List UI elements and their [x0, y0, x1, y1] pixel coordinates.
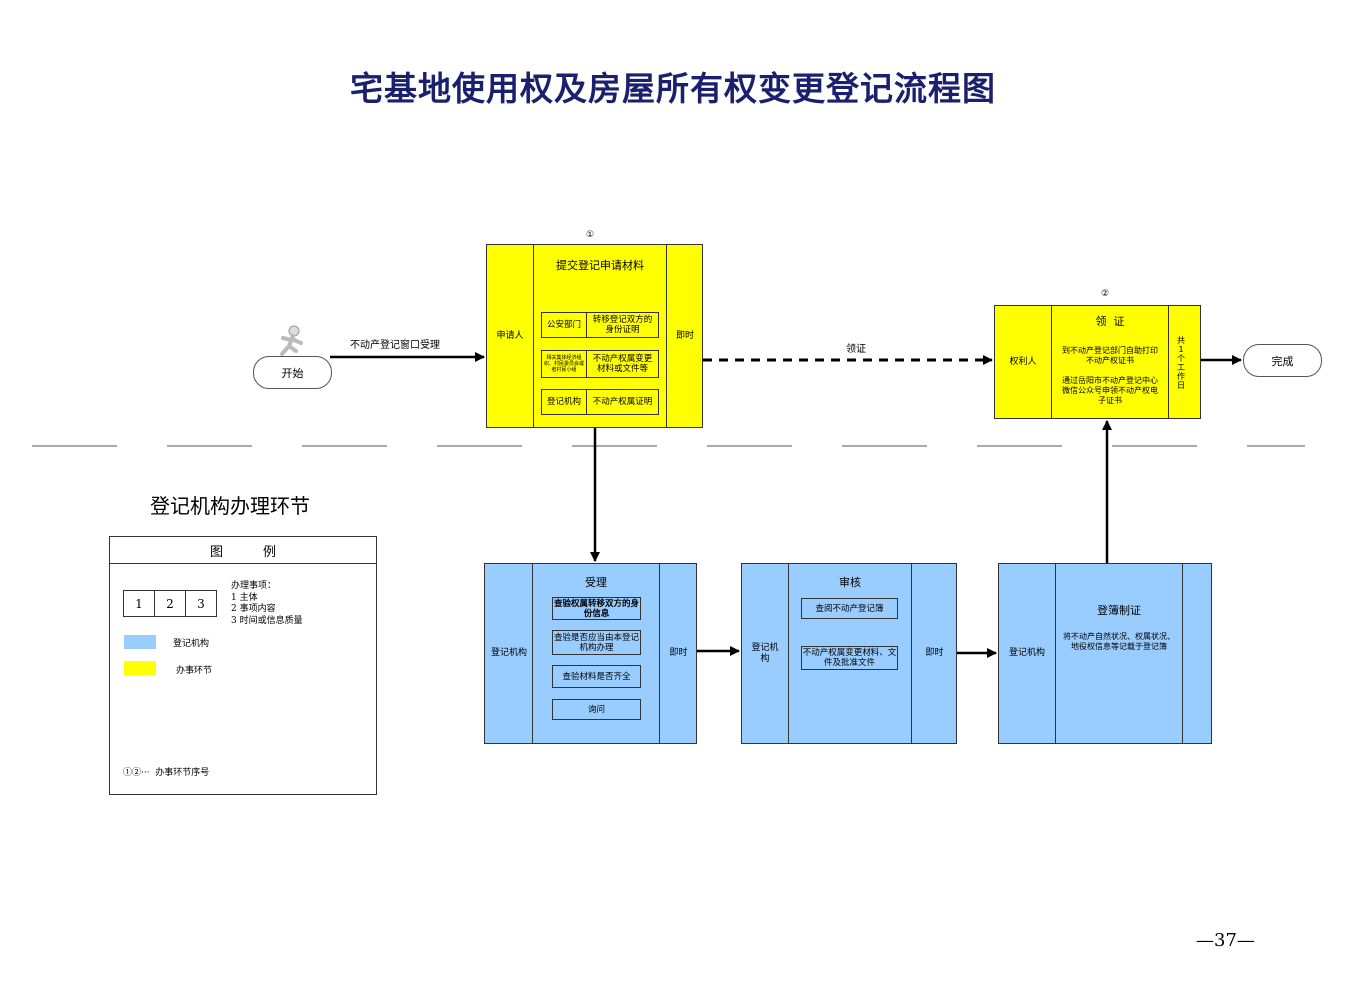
register-box: 登记机构 登簿制证 将不动产自然状况、权属状况、地役权信息等记载于登记簿	[998, 563, 1212, 744]
register-title: 登簿制证	[1097, 604, 1141, 617]
start-label: 开始	[281, 366, 304, 380]
end-node: 完成	[1243, 344, 1322, 377]
row-content: 转移登记双方的身份证明	[592, 315, 653, 335]
legend-blue-swatch	[124, 635, 156, 649]
legend-notes: 办理事项： 1 主体 2 事项内容 3 时间或信息质量	[231, 581, 303, 627]
review-title: 审核	[839, 576, 861, 589]
accept-item: 查验材料是否齐全	[552, 665, 641, 688]
end-label: 完成	[1271, 354, 1294, 368]
legend: 图例 1 2 3 办理事项： 1 主体 2 事项内容 3 时间或信息质量 登记机…	[109, 536, 377, 795]
step1-row: 登记机构 不动产权属证明	[541, 389, 659, 415]
review-item: 不动产权属变更材料、文件及批准文件	[801, 646, 898, 670]
legend-header: 图例	[110, 537, 376, 564]
legend-yellow-label: 办事环节	[176, 666, 213, 676]
legend-seq-label: ①②··· 办事环节序号	[123, 768, 210, 778]
register-text: 将不动产自然状况、权属状况、地役权信息等记载于登记簿	[1063, 632, 1175, 651]
step1-subject: 申请人	[496, 330, 524, 341]
step1-row: 相关集体经济组织、村民委员会或者村民小组 不动产权属变更材料或文件等	[541, 350, 659, 378]
label-collect: 领证	[846, 344, 866, 355]
accept-item: 询问	[552, 699, 641, 720]
accept-title: 受理	[585, 576, 607, 589]
step2-number: ②	[1101, 289, 1110, 299]
review-subject: 登记机构	[751, 642, 779, 664]
legend-note: 3 时间或信息质量	[231, 615, 303, 626]
step1-title: 提交登记申请材料	[556, 259, 644, 272]
row-content: 不动产权属证明	[592, 397, 653, 407]
step1-time: 即时	[675, 330, 694, 341]
start-node: 开始	[253, 356, 332, 389]
step2-title: 领 证	[1095, 315, 1125, 328]
step2-text1: 到不动产登记部门自助打印不动产权证书	[1062, 346, 1158, 365]
accept-item: 查验权属转移双方的身份信息	[552, 597, 641, 620]
page-title: 宅基地使用权及房屋所有权变更登记流程图	[350, 69, 996, 108]
review-item: 查阅不动产登记簿	[801, 598, 898, 619]
legend-note: 1 主体	[231, 592, 258, 603]
legend-cell: 2	[154, 591, 185, 616]
label-window: 不动产登记窗口受理	[350, 340, 440, 351]
row-subject: 相关集体经济组织、村民委员会或者村民小组	[542, 351, 587, 377]
legend-cell: 3	[185, 591, 216, 616]
review-box: 登记机构 审核 查阅不动产登记簿 不动产权属变更材料、文件及批准文件 即时	[741, 563, 957, 744]
step2-text2: 通过岳阳市不动产登记中心微信公众号申领不动产权电子证书	[1062, 376, 1158, 405]
step1-row: 公安部门 转移登记双方的身份证明	[541, 312, 659, 338]
row-content: 不动产权属变更材料或文件等	[592, 354, 653, 374]
row-subject: 登记机构	[542, 390, 587, 414]
row-subject: 公安部门	[542, 313, 587, 337]
step1-number: ①	[586, 230, 595, 240]
legend-blue-label: 登记机构	[173, 639, 210, 649]
step1-box: 申请人 提交登记申请材料 公安部门 转移登记双方的身份证明 相关集体经济组织、村…	[486, 244, 703, 428]
section-label: 登记机构办理环节	[150, 494, 310, 518]
step2-subject: 权利人	[1009, 356, 1037, 367]
accept-item: 查验是否应当由本登记机构办理	[552, 630, 641, 655]
accept-time: 即时	[669, 648, 688, 658]
step2-time: 共1个工作日	[1177, 336, 1185, 390]
page-number: —37—	[1196, 930, 1255, 951]
accept-subject: 登记机构	[491, 648, 528, 658]
register-subject: 登记机构	[1008, 648, 1045, 658]
legend-note-title: 办理事项：	[231, 581, 277, 591]
runner-icon	[280, 325, 303, 356]
review-time: 即时	[925, 648, 944, 658]
accept-box: 登记机构 受理 查验权属转移双方的身份信息 查验是否应当由本登记机构办理 查验材…	[484, 563, 697, 744]
step2-box: 权利人 领 证 到不动产登记部门自助打印不动产权证书 通过岳阳市不动产登记中心微…	[994, 305, 1201, 419]
legend-cells: 1 2 3	[123, 590, 217, 617]
legend-note: 2 事项内容	[231, 604, 276, 614]
legend-cell: 1	[135, 596, 143, 611]
legend-yellow-swatch	[124, 661, 156, 675]
